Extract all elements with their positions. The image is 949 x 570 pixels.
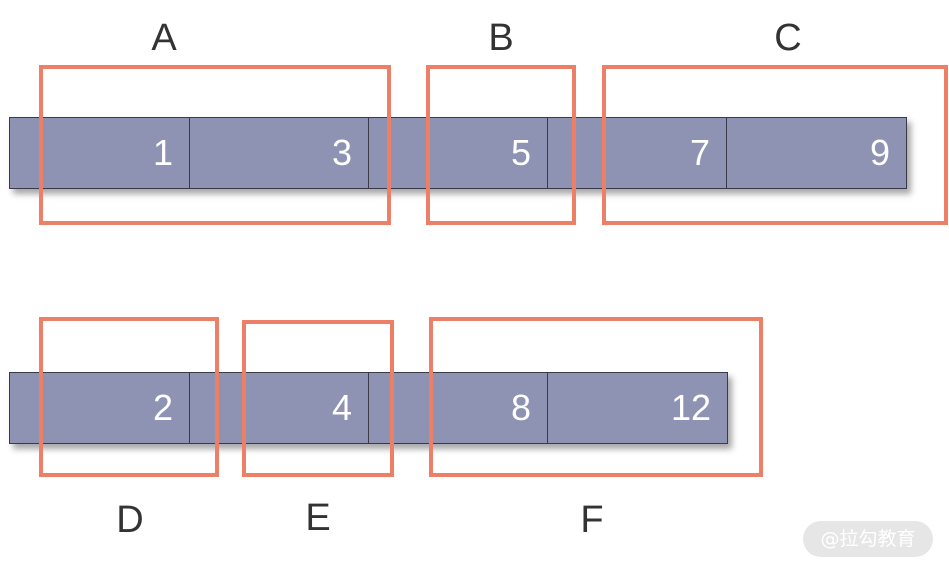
group-label-e: E (305, 497, 331, 539)
row1-cell-4: 7 (547, 117, 727, 189)
row1-cell-value: 3 (331, 132, 352, 173)
row1-bar: 1 3 5 7 9 (9, 117, 907, 189)
row1-cell-value: 1 (152, 132, 173, 173)
row2-cell-2: 4 (189, 372, 369, 444)
row1-cell-3: 5 (368, 117, 548, 189)
row1-cell-value: 5 (510, 132, 531, 173)
row1-cell-value: 7 (689, 132, 710, 173)
row2-cell-3: 8 (368, 372, 548, 444)
row2-cell-value: 12 (670, 387, 711, 428)
row2-cell-value: 4 (331, 387, 352, 428)
group-frame-b (426, 65, 576, 225)
group-frame-f (429, 317, 763, 477)
watermark-badge: @拉勾教育 (803, 521, 933, 557)
group-frame-e (242, 320, 394, 477)
group-frame-c (602, 65, 948, 225)
group-label-f: F (580, 499, 604, 541)
row1-cell-2: 3 (189, 117, 369, 189)
group-frame-d (39, 317, 219, 477)
group-label-d: D (116, 499, 144, 541)
group-label-b: B (488, 17, 514, 59)
group-label-c: C (774, 17, 802, 59)
group-label-a: A (151, 17, 177, 59)
row2-cell-4: 12 (547, 372, 728, 444)
row1-cell-5: 9 (726, 117, 907, 189)
group-frame-a (39, 65, 391, 225)
row2-cell-value: 2 (152, 387, 173, 428)
row2-cell-value: 8 (510, 387, 531, 428)
row1-cell-value: 9 (869, 132, 890, 173)
